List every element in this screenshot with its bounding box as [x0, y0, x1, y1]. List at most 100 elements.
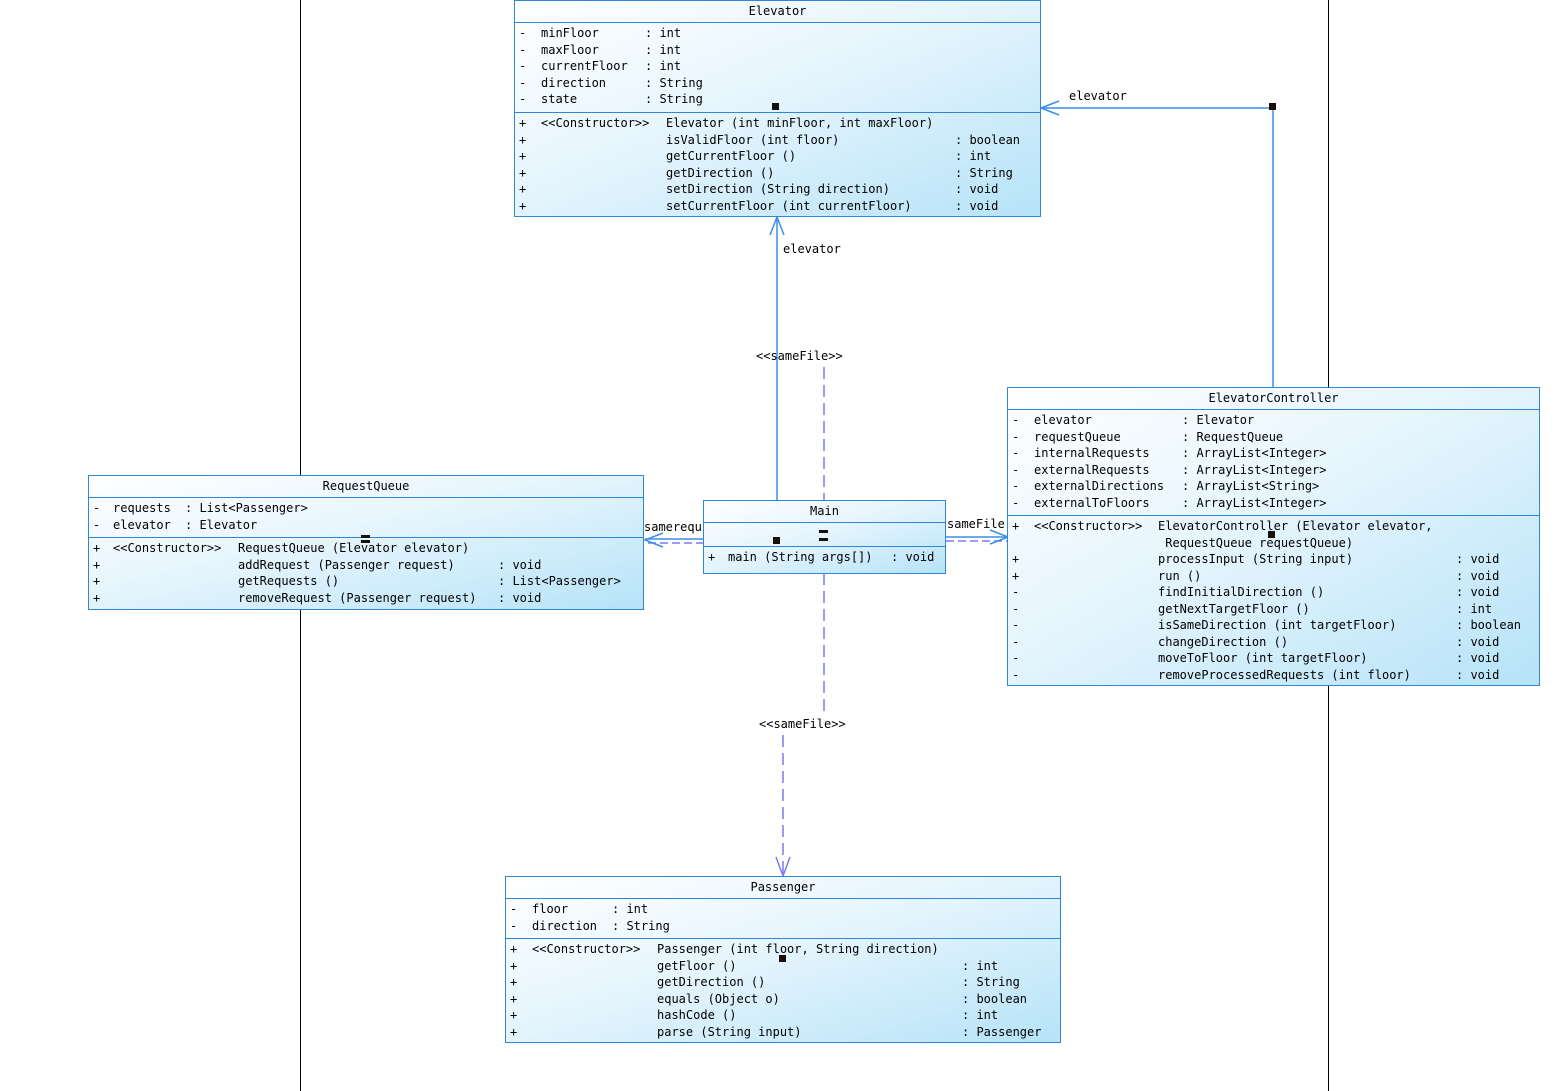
attribute-row[interactable]: -state: String [519, 91, 1040, 108]
attribute-row[interactable]: -internalRequests: ArrayList<Integer> [1012, 445, 1539, 462]
selection-handle[interactable] [773, 537, 780, 544]
operation-row[interactable]: + getDirection () : String [519, 165, 1040, 182]
operation-row[interactable]: +<<Constructor>>Passenger (int floor, St… [510, 941, 1060, 958]
association-controller-elevator[interactable] [1041, 107, 1274, 388]
selection-handle[interactable] [361, 540, 370, 543]
visibility-marker: + [510, 958, 518, 973]
operation-row[interactable]: +getFloor (): int [510, 958, 1060, 975]
visibility-marker: + [519, 149, 527, 163]
operation-signature: changeDirection () [1158, 634, 1289, 649]
operation-row[interactable]: -isSameDirection (int targetFloor): bool… [1012, 617, 1539, 634]
operation-row[interactable]: -findInitialDirection (): void [1012, 584, 1539, 601]
attribute-type: : int [645, 59, 682, 73]
attribute-name: elevator [113, 517, 171, 532]
operation-row[interactable]: +getDirection (): String [510, 974, 1060, 991]
attribute-row[interactable]: -elevator: Elevator [93, 517, 643, 534]
selection-handle[interactable] [361, 535, 370, 538]
visibility-marker: - [1012, 462, 1020, 477]
attribute-row[interactable]: -minFloor: int [519, 25, 1040, 42]
operations-section: + <<Constructor>> RequestQueue (Elevator e… [89, 538, 643, 608]
operation-return-type: : void [955, 198, 999, 213]
operation-signature: RequestQueue (Elevator elevator) [238, 541, 470, 555]
operation-signature: isValidFloor (int floor) [666, 132, 840, 147]
operation-signature: processInput (String input) [1158, 552, 1354, 566]
arrowhead-controller-elevator [1038, 100, 1060, 116]
operation-signature: ElevatorController (Elevator elevator, [1158, 519, 1433, 533]
visibility-marker: - [1012, 429, 1020, 444]
edge-label-samefile-top: <<sameFile>> [756, 349, 843, 363]
visibility-marker: - [1012, 634, 1020, 649]
attribute-type: : Elevator [1182, 413, 1255, 427]
attribute-row[interactable]: -externalRequests: ArrayList<Integer> [1012, 462, 1539, 479]
operation-signature: getCurrentFloor () [666, 149, 797, 163]
selection-handle[interactable] [779, 955, 786, 962]
visibility-marker: - [519, 92, 527, 106]
attribute-type: : String [645, 92, 703, 106]
visibility-marker: + [510, 1008, 518, 1022]
class-title: Main [704, 501, 945, 523]
operation-row[interactable]: +equals (Object o): boolean [510, 991, 1060, 1008]
operation-row[interactable]: +setDirection (String direction): void [519, 181, 1040, 198]
operation-row[interactable]: +hashCode (): int [510, 1007, 1060, 1024]
selection-handle[interactable] [819, 538, 828, 541]
selection-handle[interactable] [819, 530, 828, 533]
operation-row[interactable]: +<<Constructor>>ElevatorController (Elev… [1012, 518, 1539, 535]
operation-return-type: : List<Passenger> [498, 574, 621, 588]
attribute-row[interactable]: -direction: String [510, 918, 1060, 935]
operation-row[interactable]: +processInput (String input): void [1012, 551, 1539, 568]
visibility-marker: + [519, 165, 527, 180]
operation-signature: RequestQueue requestQueue) [1158, 535, 1354, 550]
attribute-row[interactable]: -externalDirections: ArrayList<String> [1012, 478, 1539, 495]
operation-row[interactable]: +main (String args[]): void [708, 549, 945, 566]
visibility-marker: + [1012, 568, 1020, 583]
selection-handle[interactable] [1268, 531, 1275, 538]
operation-row[interactable]: -getNextTargetFloor (): int [1012, 601, 1539, 618]
operation-row[interactable]: RequestQueue requestQueue) [1012, 535, 1539, 552]
operations-section: +<<Constructor>>Elevator (int minFloor, … [515, 113, 1040, 216]
visibility-marker: + [708, 550, 716, 564]
attribute-row[interactable]: -maxFloor: int [519, 42, 1040, 59]
operations-section: +<<Constructor>>Passenger (int floor, St… [506, 939, 1060, 1042]
operation-row[interactable]: +<<Constructor>>Elevator (int minFloor, … [519, 115, 1040, 132]
attribute-row[interactable]: -elevator: Elevator [1012, 412, 1539, 429]
visibility-marker: - [1012, 446, 1020, 460]
operation-row[interactable]: +isValidFloor (int floor): boolean [519, 132, 1040, 149]
operation-signature: getDirection () [666, 165, 775, 180]
attribute-name: externalDirections [1034, 479, 1165, 493]
attribute-row[interactable]: -requestQueue: RequestQueue [1012, 429, 1539, 446]
class-title: Elevator [515, 1, 1040, 23]
attribute-row[interactable]: -requests: List<Passenger> [93, 500, 643, 517]
operation-return-type: : String [955, 165, 1013, 180]
attribute-row[interactable]: -floor: int [510, 901, 1060, 918]
operation-row[interactable]: -changeDirection (): void [1012, 634, 1539, 651]
operation-row[interactable]: +addRequest (Passenger request): void [93, 557, 643, 574]
attribute-row[interactable]: -externalToFloors: ArrayList<Integer> [1012, 495, 1539, 512]
operation-row[interactable]: +<<Constructor>>RequestQueue (Elevator e… [93, 540, 643, 557]
visibility-marker: + [93, 590, 101, 605]
selection-handle[interactable] [772, 103, 779, 110]
class-main[interactable]: Main +main (String args[]): void [703, 500, 946, 574]
operation-stereotype: <<Constructor>> [113, 541, 222, 555]
operation-row[interactable]: +setCurrentFloor (int currentFloor): voi… [519, 198, 1040, 215]
operation-return-type: : void [1456, 651, 1500, 665]
operation-row[interactable]: +run (): void [1012, 568, 1539, 585]
visibility-marker: + [1012, 519, 1020, 533]
attributes-section: -minFloor: int-maxFloor: int-currentFloo… [515, 23, 1040, 113]
attribute-row[interactable]: -direction: String [519, 75, 1040, 92]
operation-row[interactable]: +getCurrentFloor (): int [519, 148, 1040, 165]
visibility-marker: + [1012, 552, 1020, 566]
operation-row[interactable]: +getRequests (): List<Passenger> [93, 573, 643, 590]
operation-signature: parse (String input) [657, 1024, 802, 1039]
operation-row[interactable]: -removeProcessedRequests (int floor): vo… [1012, 667, 1539, 684]
operation-row[interactable]: +removeRequest (Passenger request): void [93, 590, 643, 607]
arrowhead-main-elevator [769, 214, 785, 236]
attributes-section [704, 523, 945, 547]
operation-row[interactable]: +parse (String input): Passenger [510, 1024, 1060, 1041]
attribute-type: : List<Passenger> [185, 501, 308, 515]
operation-signature: getNextTargetFloor () [1158, 601, 1310, 616]
selection-handle[interactable] [1269, 103, 1276, 110]
attribute-row[interactable]: -currentFloor: int [519, 58, 1040, 75]
visibility-marker: - [1012, 651, 1020, 665]
attribute-type: : ArrayList<Integer> [1182, 446, 1327, 460]
operation-row[interactable]: -moveToFloor (int targetFloor): void [1012, 650, 1539, 667]
